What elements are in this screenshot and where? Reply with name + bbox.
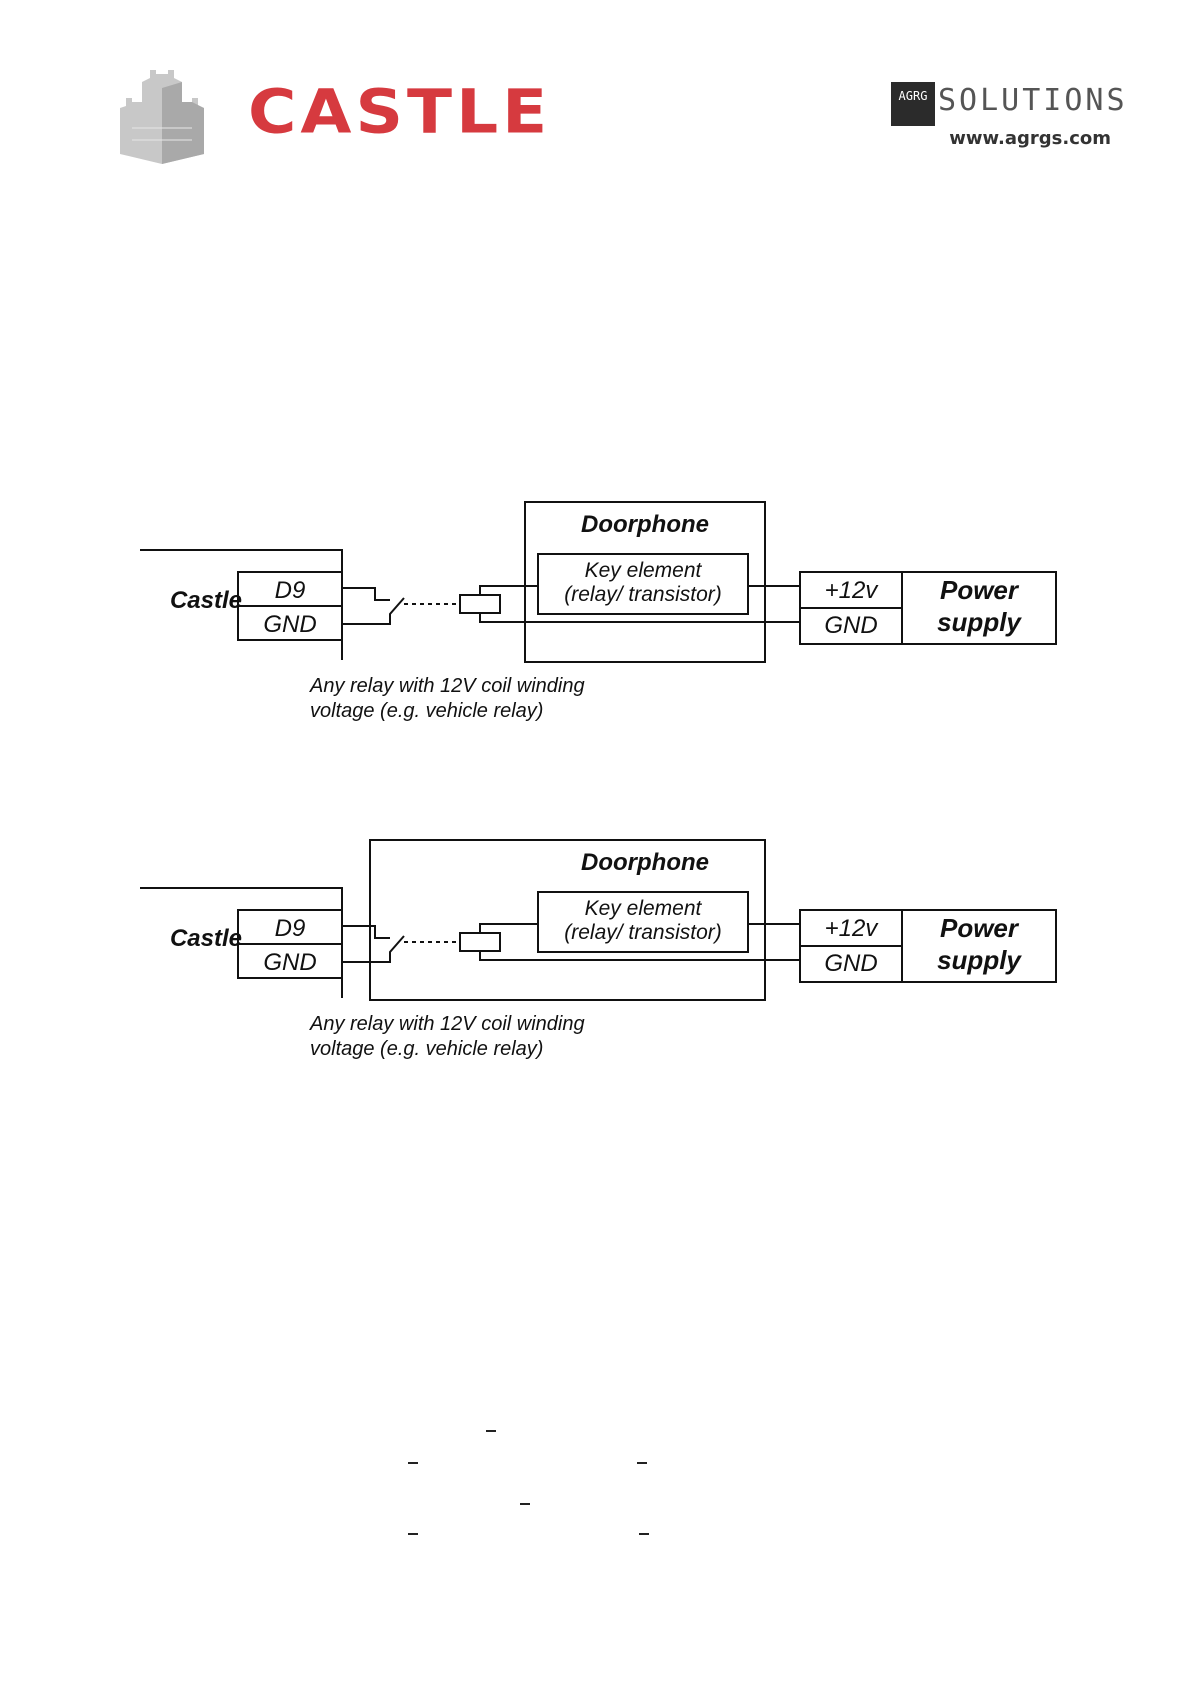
dash-mark bbox=[408, 1533, 418, 1535]
relay-note-line1: Any relay with 12V coil winding bbox=[309, 675, 585, 697]
page-header: CASTLE AGRG SOLUTIONS www.agrgs.com bbox=[0, 0, 1191, 200]
pin-gnd-label: GND bbox=[263, 611, 316, 638]
dash-mark bbox=[639, 1533, 649, 1535]
agrg-logo-mark: AGRG bbox=[891, 82, 935, 126]
key-element-box bbox=[537, 553, 749, 615]
pin-d9-label: D9 bbox=[275, 915, 306, 942]
doorphone-box bbox=[369, 839, 766, 1001]
dash-mark bbox=[486, 1430, 496, 1432]
solutions-logo-text: SOLUTIONS bbox=[938, 83, 1128, 118]
doorphone-label: Doorphone bbox=[581, 511, 709, 538]
key-element-label: Key element bbox=[585, 897, 703, 920]
wiring-diagram-1: Doorphone Key element (relay/ transistor… bbox=[120, 480, 1080, 740]
power-supply-label: Power bbox=[940, 913, 1020, 943]
relay-coil bbox=[459, 594, 501, 614]
relay-note-line2: voltage (e.g. vehicle relay) bbox=[310, 700, 543, 722]
doorphone-box bbox=[524, 501, 766, 663]
power-supply-sublabel: supply bbox=[937, 945, 1022, 975]
ps-plus12v-label: +12v bbox=[825, 915, 880, 942]
dash-mark bbox=[520, 1503, 530, 1505]
brand-logo-text: CASTLE bbox=[248, 76, 552, 148]
key-element-sublabel: (relay/ transistor) bbox=[564, 921, 722, 944]
doorphone-label: Doorphone bbox=[581, 849, 709, 876]
relay-note-line2: voltage (e.g. vehicle relay) bbox=[310, 1038, 543, 1060]
key-element-box bbox=[537, 891, 749, 953]
ps-plus12v-label: +12v bbox=[825, 577, 880, 604]
wiring-diagram-2: Doorphone Key element (relay/ transistor… bbox=[120, 818, 1080, 1078]
ps-gnd-label: GND bbox=[824, 612, 877, 639]
castle-label: Castle bbox=[170, 587, 242, 614]
pin-gnd-label: GND bbox=[263, 949, 316, 976]
dash-mark bbox=[637, 1462, 647, 1464]
dash-mark bbox=[408, 1462, 418, 1464]
power-supply-label: Power bbox=[940, 575, 1020, 605]
castle-tower-icon bbox=[120, 70, 204, 164]
pin-d9-label: D9 bbox=[275, 577, 306, 604]
power-supply-sublabel: supply bbox=[937, 607, 1022, 637]
website-link[interactable]: www.agrgs.com bbox=[949, 128, 1111, 149]
ps-gnd-label: GND bbox=[824, 950, 877, 977]
castle-label: Castle bbox=[170, 925, 242, 952]
relay-note-line1: Any relay with 12V coil winding bbox=[309, 1013, 585, 1035]
key-element-sublabel: (relay/ transistor) bbox=[564, 583, 722, 606]
key-element-label: Key element bbox=[585, 559, 703, 582]
relay-coil bbox=[459, 932, 501, 952]
